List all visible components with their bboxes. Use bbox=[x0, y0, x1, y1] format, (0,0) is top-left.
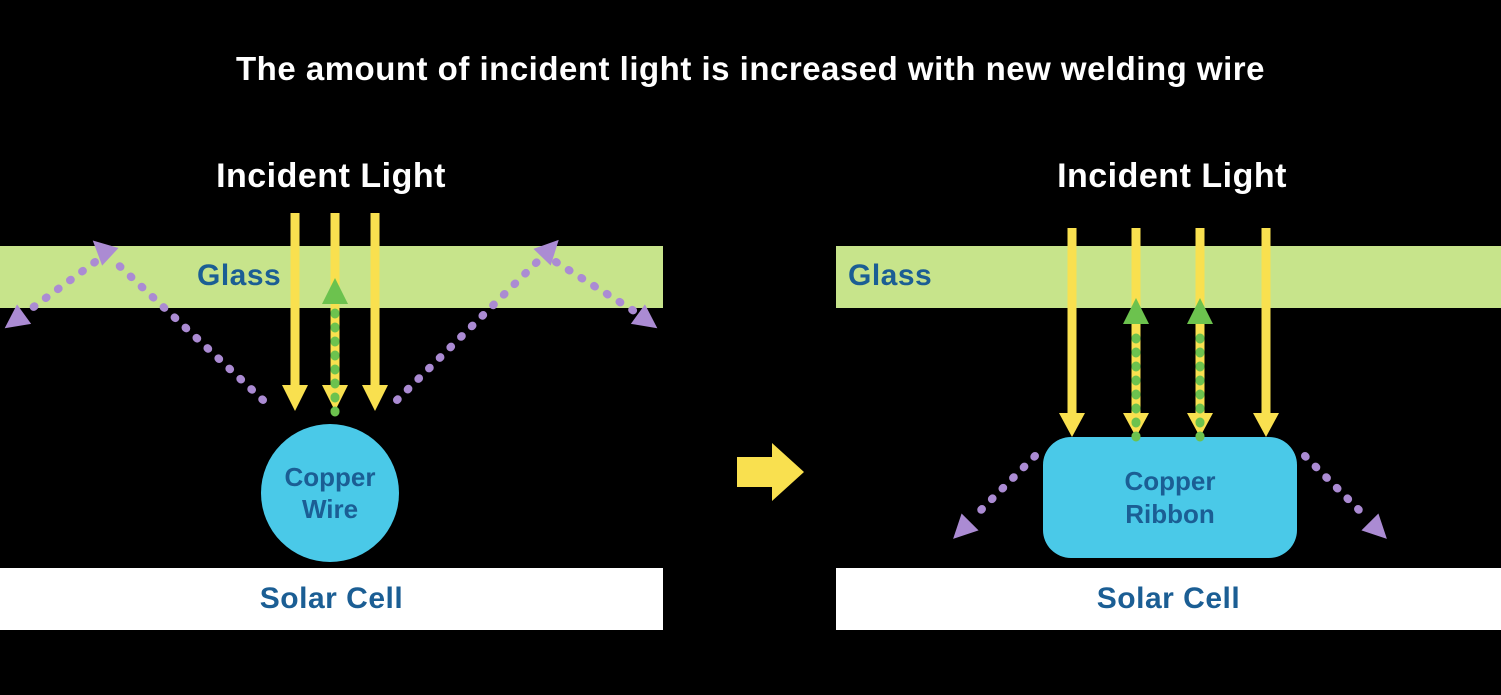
reflected-arrow-after-right bbox=[1301, 452, 1387, 539]
incident-light-label-before: Incident Light bbox=[216, 157, 446, 195]
glass-bar-before bbox=[0, 246, 663, 308]
copper-wire-label-line2: Wire bbox=[301, 494, 359, 524]
solar-cell-bar-before: Solar Cell bbox=[0, 568, 663, 630]
copper-ribbon-label-line2: Ribbon bbox=[1125, 498, 1215, 529]
absorbed-arrow-after-1 bbox=[1123, 298, 1149, 442]
solar-cell-label-before: Solar Cell bbox=[259, 582, 404, 615]
incident-arrow-before-2 bbox=[322, 213, 348, 411]
solar-cell-bar-after: Solar Cell bbox=[836, 568, 1501, 630]
glass-label-after: Glass bbox=[848, 259, 933, 292]
diagram-title: The amount of incident light is increase… bbox=[236, 50, 1265, 87]
incident-arrow-before-3 bbox=[362, 213, 388, 411]
incident-light-label-after: Incident Light bbox=[1057, 157, 1287, 195]
copper-ribbon-rect: Copper Ribbon bbox=[1043, 437, 1297, 558]
incident-arrow-before-1 bbox=[282, 213, 308, 411]
copper-wire-label-line1: Copper bbox=[284, 461, 376, 492]
glass-bar-after bbox=[836, 246, 1501, 308]
copper-wire-circle: Copper Wire bbox=[261, 424, 399, 562]
transition-arrow bbox=[737, 443, 804, 501]
absorbed-arrow-after-2 bbox=[1187, 298, 1213, 442]
copper-ribbon-label-line1: Copper bbox=[1124, 466, 1216, 496]
solar-cell-label-after: Solar Cell bbox=[1096, 582, 1241, 615]
glass-label-before: Glass bbox=[197, 259, 282, 292]
reflected-arrow-after-left bbox=[953, 452, 1039, 539]
